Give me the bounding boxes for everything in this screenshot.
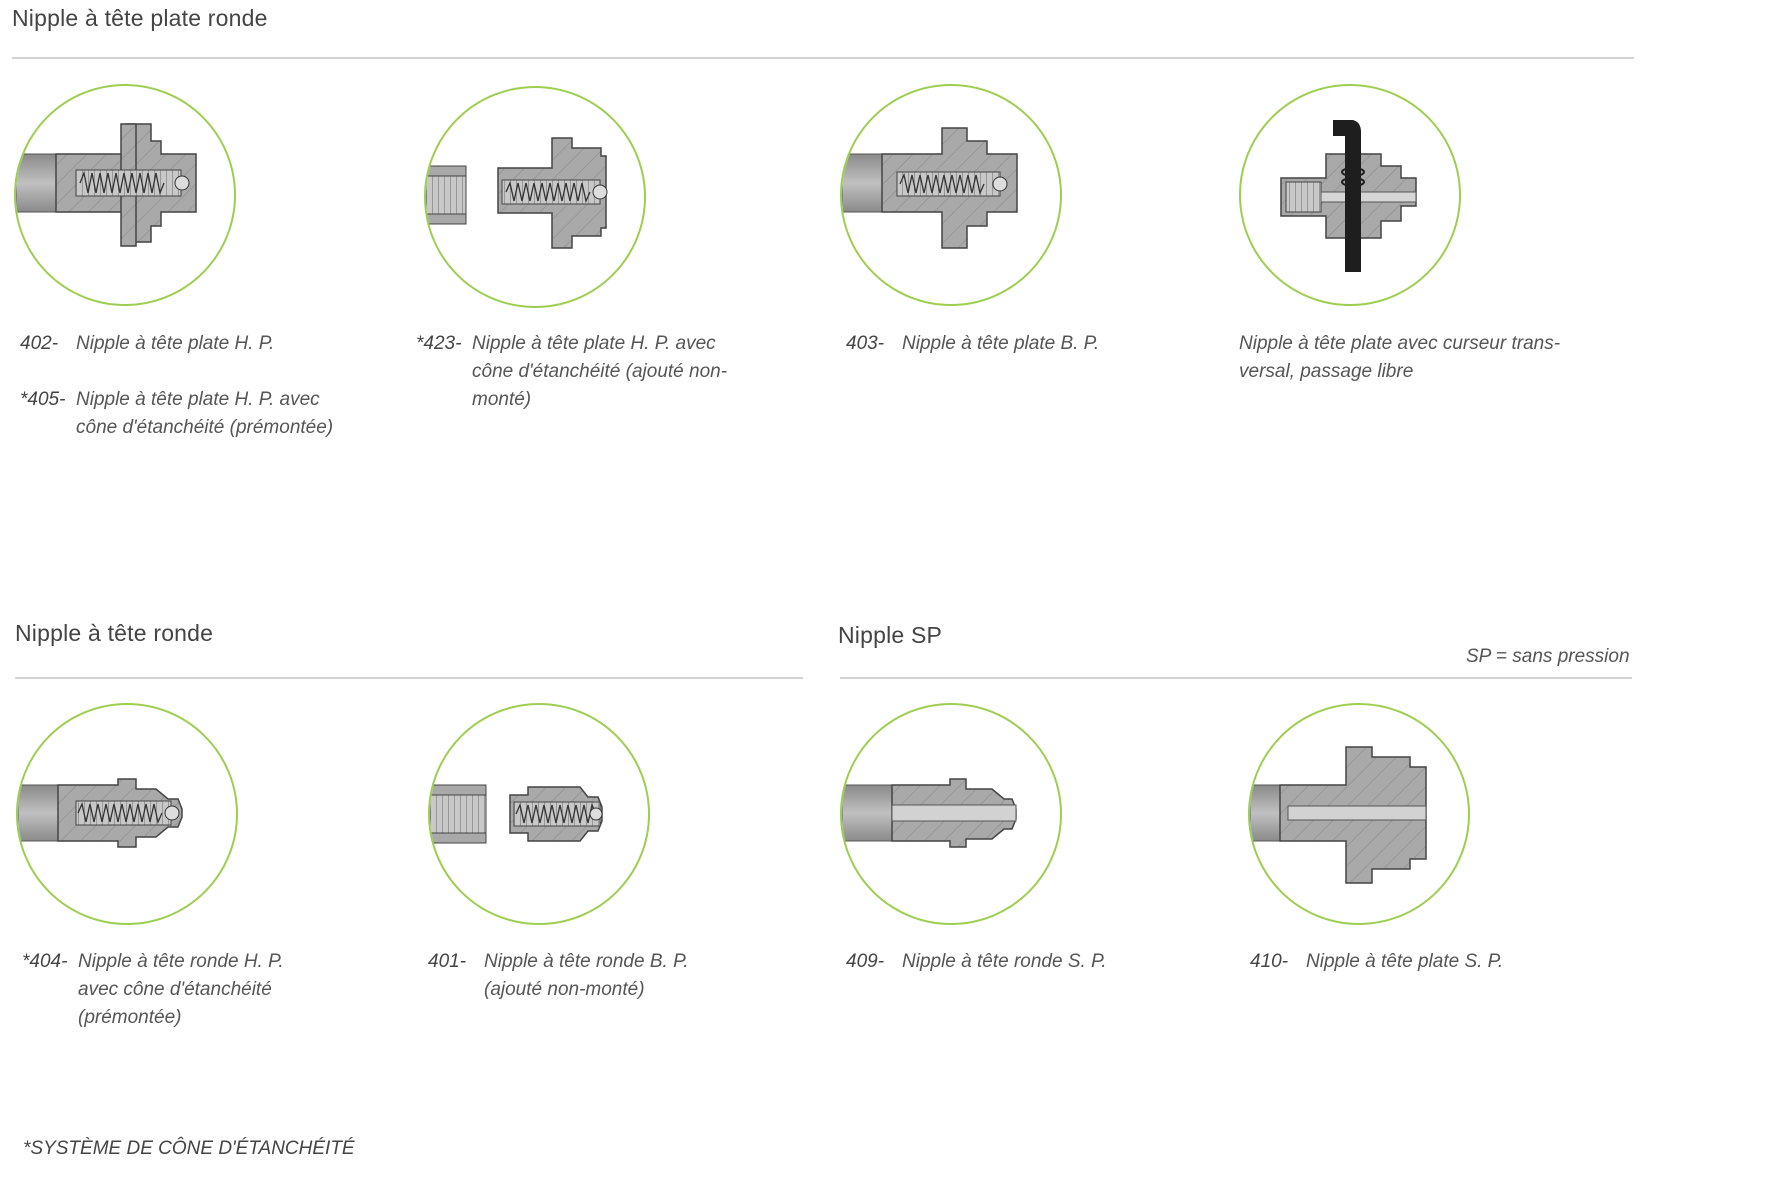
caption-410: 410- Nipple à tête plate S. P.: [1250, 948, 1503, 976]
item-label: monté): [472, 389, 532, 410]
section-title-round: Nipple à tête ronde: [15, 620, 214, 646]
section-divider: [15, 677, 803, 679]
item-label: Nipple à tête ronde H. P.: [78, 951, 284, 972]
item-label: Nipple à tête plate B. P.: [902, 333, 1100, 354]
round-head-nipple-hp-icon: [16, 703, 238, 925]
item-label: Nipple à tête plate S. P.: [1306, 951, 1504, 972]
item-label: Nipple à tête plate H. P. avec: [472, 333, 716, 354]
item-label: Nipple à tête plate avec curseur trans-: [1239, 333, 1561, 354]
item-code: *423-: [416, 333, 462, 354]
caption-404: *404- Nipple à tête ronde H. P. avec cône…: [22, 948, 284, 1032]
flat-head-nipple-hp-icon: [14, 84, 236, 306]
item-code: 409-: [846, 951, 885, 972]
item-code: 403-: [846, 333, 885, 354]
item-label: cône d'étanchéité (ajouté non-: [472, 361, 728, 382]
caption-401: 401- Nipple à tête ronde B. P. (ajouté no…: [428, 948, 689, 1004]
item-label: (prémontée): [78, 1007, 182, 1028]
sp-legend-note: SP = sans pression: [1466, 646, 1630, 667]
footnote: *SYSTÈME DE CÔNE D'ÉTANCHÉITÉ: [23, 1138, 355, 1159]
round-head-nipple-bp-icon: [428, 703, 650, 925]
flat-head-nipple-bp-icon: [840, 84, 1062, 306]
section-divider: [840, 677, 1632, 679]
item-code: 410-: [1250, 951, 1289, 972]
section-title-sp: Nipple SP: [838, 622, 943, 648]
item-label: Nipple à tête ronde S. P.: [902, 951, 1107, 972]
caption-423: *423- Nipple à tête plate H. P. avec cône…: [416, 330, 727, 414]
caption-403: 403- Nipple à tête plate B. P.: [846, 330, 1099, 358]
section-divider: [12, 57, 1634, 59]
item-label: cône d'étanchéité (prémontée): [76, 417, 334, 438]
item-label: (ajouté non-monté): [484, 979, 645, 1000]
flat-head-nipple-separate-cone-icon: [424, 86, 646, 308]
caption-409: 409- Nipple à tête ronde S. P.: [846, 948, 1107, 976]
item-code: *405-: [20, 389, 66, 410]
round-head-nipple-sp-icon: [840, 703, 1062, 925]
item-label: avec cône d'étanchéité: [78, 979, 272, 1000]
caption-402: 402- Nipple à tête plate H. P. *405- Nippl…: [20, 330, 333, 442]
section-title-flat: Nipple à tête plate ronde: [12, 5, 268, 31]
item-label: Nipple à tête ronde B. P.: [484, 951, 689, 972]
item-label: versal, passage libre: [1239, 361, 1414, 382]
item-label: Nipple à tête plate H. P.: [76, 333, 275, 354]
flat-head-nipple-sp-icon: [1248, 703, 1470, 925]
item-code: 402-: [20, 333, 59, 354]
item-label: Nipple à tête plate H. P. avec: [76, 389, 320, 410]
item-code: *404-: [22, 951, 68, 972]
flat-head-nipple-transverse-slider-icon: [1239, 84, 1461, 306]
item-code: 401-: [428, 951, 467, 972]
caption-cursor: Nipple à tête plate avec curseur trans- …: [1239, 330, 1560, 386]
